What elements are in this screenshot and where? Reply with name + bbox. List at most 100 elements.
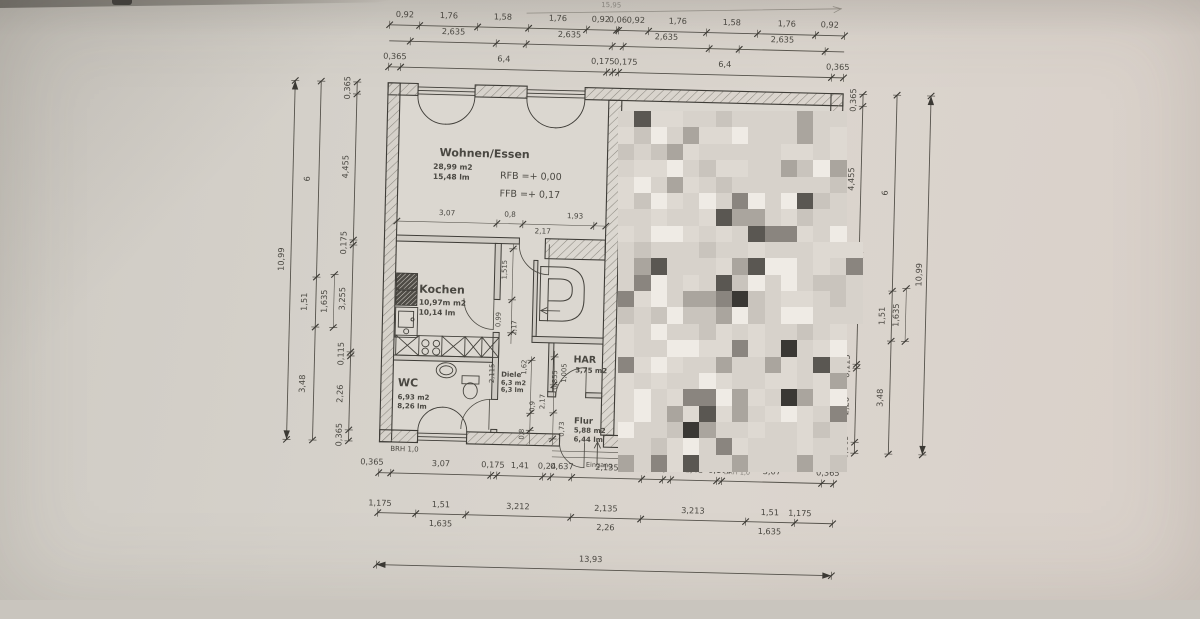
mosaic-cell <box>732 226 749 243</box>
mosaic-cell <box>813 177 830 194</box>
mosaic-cell <box>765 226 782 243</box>
dim-label: 3,255 <box>337 287 348 311</box>
mosaic-cell <box>618 275 635 292</box>
mosaic-cell <box>667 193 684 210</box>
mosaic-cell <box>618 291 635 308</box>
mosaic-cell <box>651 307 668 324</box>
mosaic-cell <box>846 307 863 324</box>
mosaic-cell <box>781 438 798 455</box>
mosaic-cell <box>716 291 733 308</box>
dim-label: 1,51 <box>299 293 309 311</box>
dim-label: 3,07 <box>439 208 456 217</box>
mosaic-cell <box>716 324 733 341</box>
mosaic-cell <box>781 406 798 423</box>
dim-label: 4,455 <box>846 167 857 191</box>
dim-label: 0,365 <box>383 51 407 62</box>
mosaic-cell <box>830 438 847 455</box>
mosaic-cell <box>748 209 765 226</box>
dim-label: 0,73 <box>558 421 566 436</box>
mosaic-cell <box>716 242 733 259</box>
dim-label: 2,635 <box>558 29 582 40</box>
mosaic-cell <box>765 324 782 341</box>
dim-label: 1,62 <box>520 360 528 375</box>
mosaic-cell <box>634 127 651 144</box>
mosaic-cell <box>651 160 668 177</box>
mosaic-cell <box>618 177 635 194</box>
mosaic-cell <box>765 242 782 259</box>
mosaic-cell <box>830 242 847 259</box>
mosaic-cell <box>651 111 668 128</box>
mosaic-cell <box>699 111 716 128</box>
dim-label: 28,99 m2 <box>433 162 473 172</box>
mosaic-cell <box>732 307 749 324</box>
mosaic-cell <box>683 226 700 243</box>
dim-label: 6 <box>302 176 312 181</box>
mosaic-cell <box>667 209 684 226</box>
mosaic-cell <box>797 111 814 128</box>
mosaic-cell <box>667 177 684 194</box>
mosaic-cell <box>716 406 733 423</box>
mosaic-cell <box>651 438 668 455</box>
eingang-annotation: Eingang <box>586 461 613 470</box>
mosaic-cell <box>716 307 733 324</box>
dim-label: 0,175 <box>338 231 349 255</box>
mosaic-cell <box>765 357 782 374</box>
mosaic-cell <box>618 389 635 406</box>
mosaic-cell <box>813 389 830 406</box>
mosaic-cell <box>683 127 700 144</box>
dim-label: 1,175 <box>788 508 812 519</box>
mosaic-cell <box>683 373 700 390</box>
mosaic-cell <box>618 258 635 275</box>
mosaic-cell <box>781 307 798 324</box>
mosaic-cell <box>618 144 635 161</box>
mosaic-cell <box>846 291 863 308</box>
cut-dimension-label: 15,95 <box>601 1 621 9</box>
mosaic-cell <box>846 258 863 275</box>
level-ffb: FFB =+ 0,17 <box>499 189 560 201</box>
mosaic-cell <box>732 291 749 308</box>
dim-label: 1,635 <box>758 526 782 537</box>
mosaic-cell <box>716 111 733 128</box>
mosaic-cell <box>781 193 798 210</box>
mosaic-cell <box>765 160 782 177</box>
mosaic-cell <box>797 357 814 374</box>
room-label-wohnen: Wohnen/Essen <box>439 146 529 161</box>
dim-label: 2,115 <box>488 364 496 384</box>
dim-label: 1,93 <box>567 211 584 220</box>
dim-label: 6,44 lm <box>573 435 603 444</box>
dim-label: 1,635 <box>319 289 330 313</box>
mosaic-cell <box>797 242 814 259</box>
mosaic-cell <box>765 373 782 390</box>
mosaic-cell <box>748 275 765 292</box>
mosaic-cell <box>813 258 830 275</box>
mosaic-cell <box>748 357 765 374</box>
mosaic-cell <box>830 275 847 292</box>
mosaic-cell <box>699 357 716 374</box>
mosaic-cell <box>830 127 847 144</box>
mosaic-cell <box>651 455 668 472</box>
mosaic-cell <box>651 357 668 374</box>
dim-label: 1,635 <box>890 303 901 327</box>
mosaic-cell <box>699 127 716 144</box>
dim-label: 10,14 lm <box>419 308 456 318</box>
mosaic-cell <box>683 455 700 472</box>
mosaic-cell <box>830 177 847 194</box>
mosaic-cell <box>618 373 635 390</box>
mosaic-cell <box>781 455 798 472</box>
mosaic-cell <box>683 406 700 423</box>
room-label-flur: Flur <box>574 416 594 426</box>
mosaic-cell <box>683 324 700 341</box>
dim-label: 1,58 <box>723 17 741 27</box>
mosaic-cell <box>634 160 651 177</box>
mosaic-cell <box>667 422 684 439</box>
mosaic-cell <box>813 144 830 161</box>
dim-label: 1,51 <box>432 499 450 509</box>
mosaic-cell <box>634 357 651 374</box>
dim-label: 2,17 <box>534 226 551 235</box>
mosaic-cell <box>683 340 700 357</box>
mosaic-cell <box>683 291 700 308</box>
mosaic-cell <box>732 193 749 210</box>
dim-label: 2,635 <box>771 34 795 45</box>
mosaic-cell <box>765 177 782 194</box>
mosaic-cell <box>667 324 684 341</box>
